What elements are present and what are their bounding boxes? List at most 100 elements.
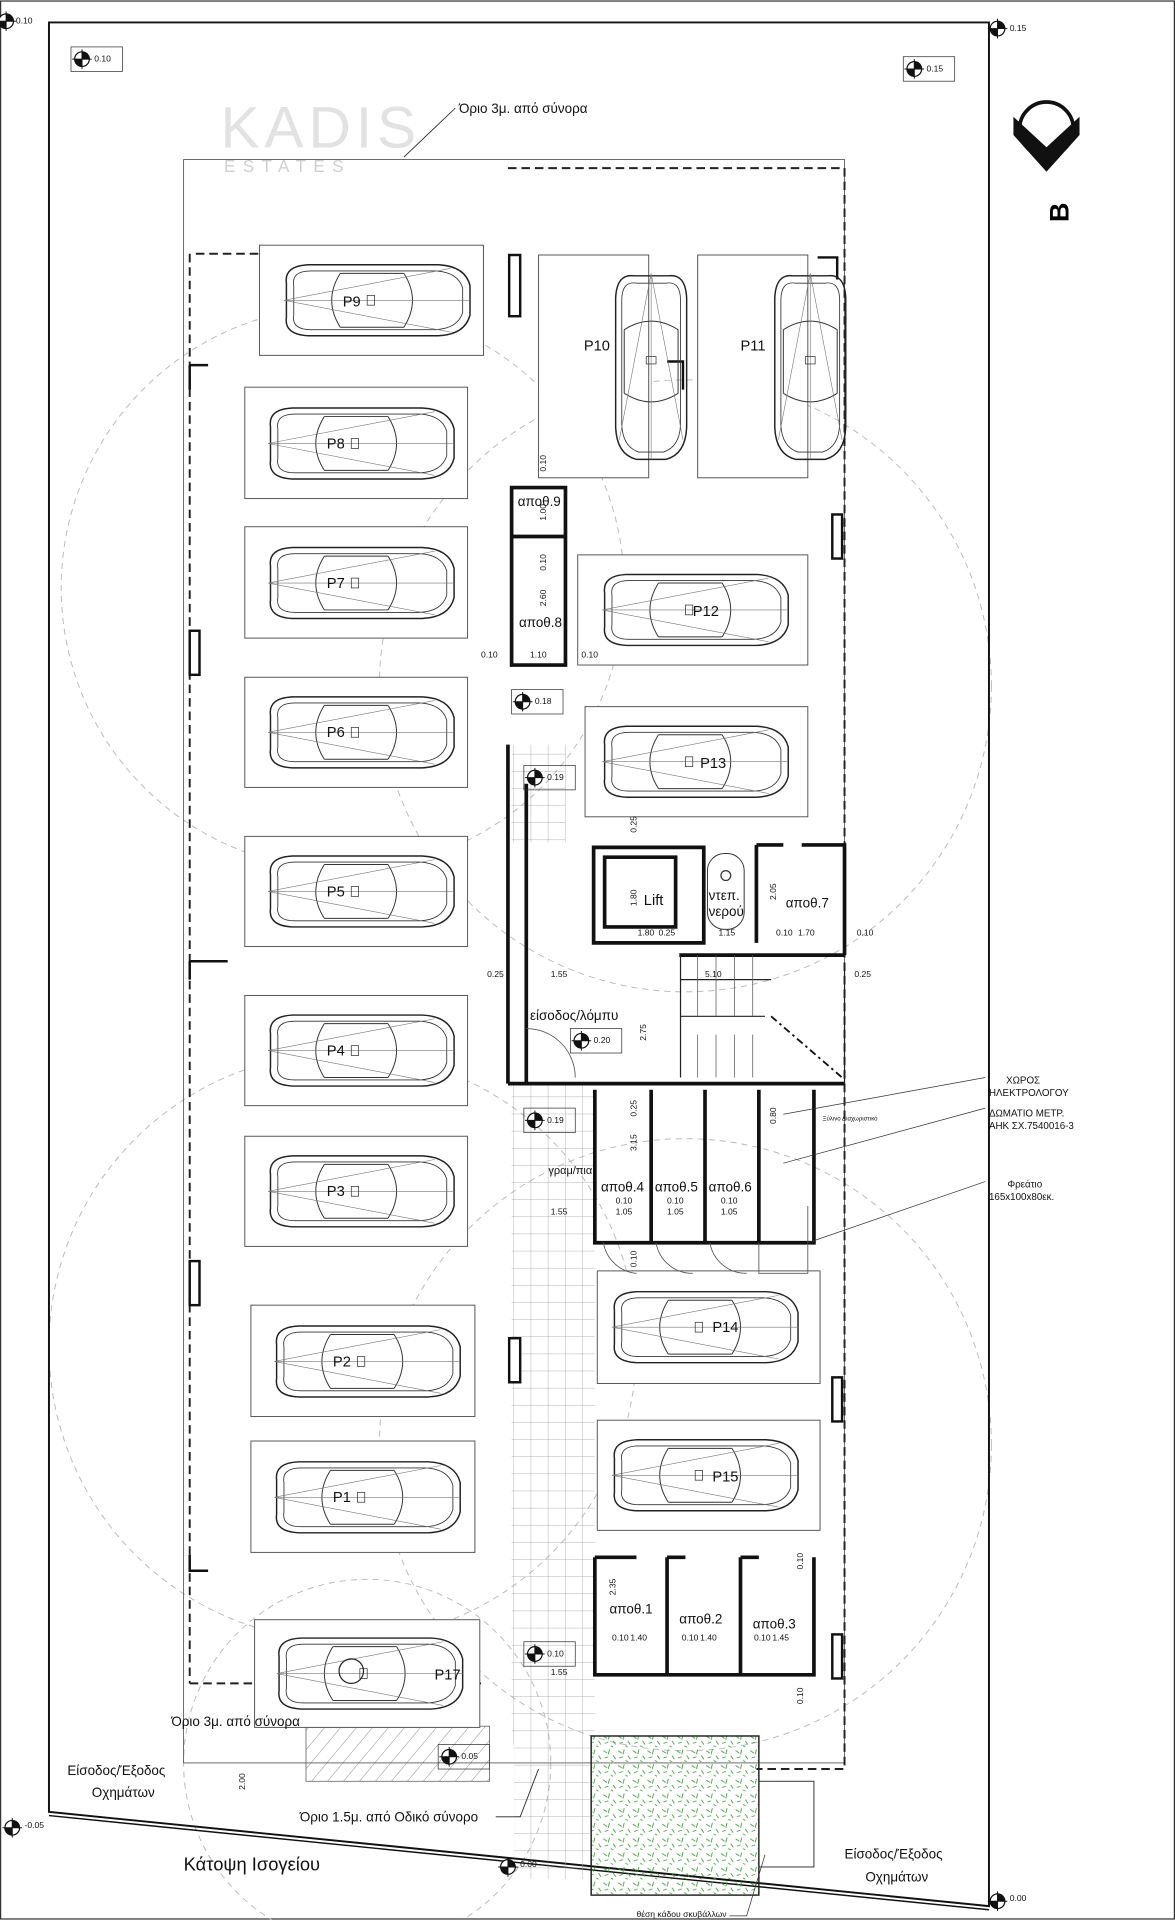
levels-l000-label: 0.00 [520,1859,537,1869]
dims-32-label: 0.10 [795,1553,805,1570]
dims-5-label: 1.10 [530,650,547,660]
watermark-sub: ESTATES [224,156,351,176]
pit-label-1: Φρεάτιο [1007,1180,1042,1191]
dims-31-label: 0.80 [768,1107,778,1124]
levels-l019b-label: 0.19 [547,1115,564,1125]
setback-label-top: Όριο 3μ. από σύνορα [458,101,588,116]
parking-p1[interactable]: P1 [250,1440,476,1553]
drawing-title: Κάτοψη Ισογείου [184,1854,320,1875]
parking-p17[interactable]: P17 [254,1619,481,1728]
dims-9-label: 1.80 [638,928,655,938]
parking-p9-label: P9 [343,294,361,310]
parking-p14-label: P14 [712,1320,738,1336]
dims-33-label: 2.35 [608,1578,618,1595]
dims-24-label: 1.05 [616,1207,633,1217]
dims-41-label: 1.55 [551,1667,568,1677]
dims-6-label: 0.10 [581,650,598,660]
dims-19-label: 0.25 [854,969,871,979]
columns [188,253,844,1680]
accessible-icon [338,1658,365,1684]
parking-p3-label: P3 [327,1184,345,1200]
dims-28-label: 1.05 [721,1207,738,1217]
dims-26-label: 1.05 [667,1207,684,1217]
bin-label: θέση κάδου σκυβάλλων [636,1909,726,1919]
parking-p10[interactable]: P10 [538,254,688,479]
dims-20-label: 2.75 [638,1024,648,1041]
storage-labels: αποθ.9 αποθ.8 αποθ.7 αποθ.4 αποθ.5 αποθ.… [518,494,829,1631]
storage-5: αποθ.5 [655,1179,698,1194]
parking-p8[interactable]: P8 [244,386,469,500]
storage-6: αποθ.6 [709,1179,752,1194]
parking-p11-label: P11 [740,338,765,354]
walkway-tiles [511,1083,595,1745]
storage-1: αποθ.1 [610,1602,653,1617]
levels-l019a-label: 0.19 [547,772,564,782]
levels-l020-label: 0.20 [594,1035,611,1045]
parking-p12-label: P12 [693,604,719,620]
meter-room-label-2: ΑΗΚ ΣΧ.7540016-3 [989,1121,1074,1132]
dims-13-label: 0.10 [776,928,793,938]
dims-42-label: 2.00 [237,1773,247,1790]
building-core [506,485,847,1677]
parking-p15-label: P15 [712,1469,738,1485]
parking-p2[interactable]: P2 [250,1304,476,1418]
entry-tiles [511,744,566,843]
parking-p5[interactable]: P5 [244,835,469,948]
lobby-label: είσοδος/λόμπυ [530,1008,618,1023]
vehicle-entry-left-2: Οχημάτων [92,1785,155,1800]
dims-17-label: 1.55 [551,969,568,979]
dims-30-label: 0.10 [628,1250,638,1267]
dims-10-label: 0.25 [658,928,675,938]
dims-40-label: 0.10 [795,1687,805,1704]
parking-p14[interactable]: P14 [596,1270,821,1384]
level-markers: 0.10 0.10 0.15 0.15 0.18 0.19 0.20 0.19 … [0,10,1027,1912]
storage-8: αποθ.8 [519,615,562,630]
parking-p3[interactable]: P3 [244,1135,469,1247]
entry-path-tiles [514,1744,590,1880]
parking-p5-label: P5 [327,884,345,900]
parking-p6[interactable]: P6 [244,676,469,788]
parking-p7[interactable]: P7 [244,526,469,639]
parking-p4[interactable]: P4 [244,995,469,1107]
dims-1-label: 1.00 [538,504,548,521]
levels-tr_box-label: 0.15 [927,63,944,73]
dimensions: 0.10 1.00 0.10 2.60 0.10 1.10 0.10 0.25 … [237,455,874,1790]
parking-slots: P9 P8 P7 P6 P5 P4 P3 P2 P1 P17 P10 P11 P… [244,244,847,1728]
watermark-logo: KADIS [220,95,421,160]
levels-tl_box-label: 0.10 [94,54,111,64]
parking-p12[interactable]: P12 [577,554,809,666]
letterboxes-label: γραμ/πια [548,1165,593,1177]
vehicle-entry-right-2: Οχημάτων [865,1870,928,1885]
dims-34-label: 0.10 [612,1633,629,1643]
dims-11-label: 1.15 [718,928,735,938]
dims-27-label: 0.10 [721,1196,738,1206]
storage-4: αποθ.4 [601,1179,645,1194]
parking-p13[interactable]: P13 [584,706,809,818]
levels-lm005-label: -0.05 [24,1820,44,1830]
vehicle-entry-left-1: Είσοδος/Έξοδος [67,1763,166,1778]
dims-15-label: 0.10 [857,928,874,938]
storage-9: αποθ.9 [518,494,561,509]
levels-br-label: 0.00 [1010,1893,1027,1903]
storage-7: αποθ.7 [786,895,829,910]
parking-p15[interactable]: P15 [596,1419,821,1531]
parking-p9[interactable]: P9 [258,244,484,356]
pit-label-2: 165x100x80εκ. [989,1192,1054,1203]
parking-p7-label: P7 [327,576,345,592]
road-setback-label: Όριο 1.5μ. από Οδικό σύνορο [299,1810,478,1825]
dims-23-label: 0.10 [616,1196,633,1206]
dims-16-label: 0.25 [487,969,504,979]
dims-36-label: 0.10 [682,1633,699,1643]
parking-p2-label: P2 [333,1354,351,1370]
parking-p6-label: P6 [327,725,345,741]
parking-p11[interactable]: P11 [697,254,847,479]
parking-p8-label: P8 [327,436,345,452]
hatched-area [305,1725,490,1782]
dims-18-label: 5.10 [705,969,722,979]
dims-25-label: 0.10 [667,1196,684,1206]
lift-label: Lift [644,893,664,909]
levels-tr_corner-label: 0.15 [1010,23,1027,33]
parking-p13-label: P13 [700,756,726,772]
parking-p1-label: P1 [333,1490,351,1506]
